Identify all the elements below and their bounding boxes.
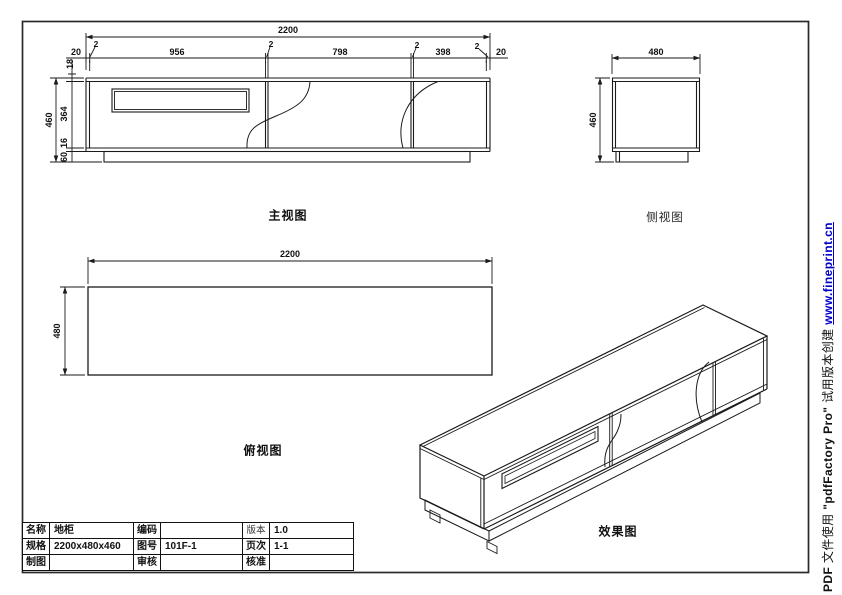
field-approved-label: 核准 [242, 554, 270, 571]
front-dim-total-width: 2200 [277, 25, 299, 35]
field-checked-value [160, 554, 243, 571]
field-drawingno-value: 101F-1 [160, 538, 243, 555]
iso-view-label: 效果图 [598, 524, 638, 539]
front-view-label: 主视图 [268, 208, 308, 223]
top-dim-width: 2200 [279, 249, 301, 259]
side-dim-height: 460 [588, 112, 598, 128]
field-approved-value [269, 554, 354, 571]
field-code-label: 编码 [133, 522, 161, 539]
iso-view-drawing [418, 304, 769, 555]
pdf-watermark: PDF 文件使用 "pdfFactory Pro" 试用版本创建 www.fin… [819, 222, 836, 592]
front-dim-gap3: 2 [414, 40, 420, 50]
front-dim-bottom-16: 16 [59, 137, 69, 149]
front-dim-base-60: 60 [59, 151, 69, 163]
field-page-label: 页次 [242, 538, 270, 555]
field-checked-label: 审核 [133, 554, 161, 571]
field-name-value: 地柜 [49, 522, 134, 539]
top-view-label: 俯视图 [243, 443, 283, 458]
front-dim-gap1: 2 [93, 39, 99, 49]
title-block-row: 制图 审核 核准 [22, 554, 354, 571]
side-view-drawing [611, 77, 701, 163]
front-dim-door2: 798 [332, 47, 348, 57]
page-border [21, 20, 810, 574]
top-view-dimensions [60, 257, 493, 376]
watermark-product: "pdfFactory Pro" [821, 406, 835, 510]
front-dim-right-20: 20 [495, 47, 507, 57]
front-dim-gap4: 2 [474, 41, 480, 51]
field-spec-label: 规格 [22, 538, 50, 555]
title-block-row: 名称 地柜 编码 版本 1.0 [22, 522, 354, 539]
title-block-row: 规格 2200x480x460 图号 101F-1 页次 1-1 [22, 538, 354, 555]
side-dim-depth: 480 [648, 47, 664, 57]
field-drawingno-label: 图号 [133, 538, 161, 555]
front-view-dimensions [50, 33, 508, 163]
field-name-label: 名称 [22, 522, 50, 539]
front-dim-door3: 398 [435, 47, 451, 57]
watermark-use: 文件使用 [821, 509, 835, 567]
front-view-drawing [85, 77, 491, 163]
front-dim-left-20: 20 [70, 47, 82, 57]
front-dim-door-height: 364 [59, 106, 69, 122]
field-spec-value: 2200x480x460 [49, 538, 134, 555]
field-page-value: 1-1 [269, 538, 354, 555]
front-dim-total-height: 460 [44, 112, 54, 128]
front-dim-top-panel-18: 18 [65, 58, 75, 70]
top-view-drawing [87, 286, 493, 376]
field-version-value: 1.0 [269, 522, 354, 539]
watermark-link[interactable]: www.fineprint.cn [821, 222, 835, 325]
field-drawnby-label: 制图 [22, 554, 50, 571]
field-code-value [160, 522, 243, 539]
watermark-pdf: PDF [821, 566, 835, 592]
front-dim-gap2: 2 [268, 39, 274, 49]
side-view-dimensions [595, 54, 701, 163]
side-view-label: 侧视图 [646, 212, 684, 224]
front-dim-door1: 956 [169, 47, 185, 57]
watermark-trial: 试用版本创建 [821, 324, 835, 407]
title-block: 名称 地柜 编码 版本 1.0 规格 2200x480x460 图号 101F-… [22, 522, 354, 571]
top-dim-depth: 480 [52, 323, 62, 339]
field-drawnby-value [49, 554, 134, 571]
field-version-label: 版本 [242, 522, 270, 539]
